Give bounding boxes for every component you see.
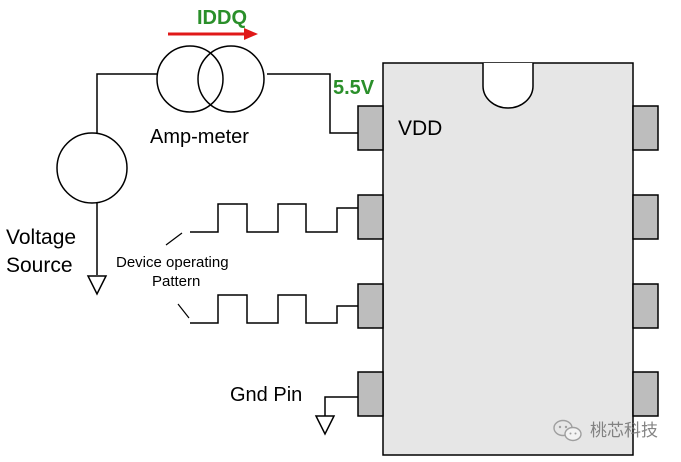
pattern-pointer-line-1 <box>165 232 183 246</box>
chip-pin-right-1 <box>632 105 659 151</box>
supply-wire <box>96 73 157 135</box>
vdd-label: VDD <box>398 117 442 140</box>
source-label-line1: Voltage <box>6 226 76 249</box>
chip-pin-left-4 <box>357 371 384 417</box>
chip-body <box>382 62 634 456</box>
watermark: 桃芯科技 <box>553 419 658 442</box>
chip-pin-right-4 <box>632 371 659 417</box>
pattern-waveform-1 <box>190 203 358 233</box>
chip-pin-left-2 <box>357 194 384 240</box>
chip-pin-right-3 <box>632 283 659 329</box>
source-label-line2: Source <box>6 254 73 277</box>
gnd-wire <box>324 396 358 416</box>
current-arrow-icon <box>168 28 258 40</box>
chip-pin-right-2 <box>632 194 659 240</box>
ammeter-label: Amp-meter <box>150 126 249 148</box>
voltage-source-icon <box>56 132 128 275</box>
ammeter-symbol-icon <box>156 45 265 113</box>
wechat-icon <box>553 419 582 442</box>
watermark-text: 桃芯科技 <box>590 421 658 441</box>
pattern-label-line1: Device operating <box>116 254 229 271</box>
pattern-waveform-2 <box>190 294 358 324</box>
chip-pin-left-1 <box>357 105 384 151</box>
pattern-pointer-line-2 <box>177 303 190 319</box>
gnd-pin-ground-icon <box>314 415 336 436</box>
voltage-label: 5.5V <box>333 77 375 99</box>
pattern-label-line2: Pattern <box>152 273 200 290</box>
chip-notch <box>482 63 534 109</box>
vdd-wire <box>267 73 358 134</box>
chip-pin-left-3 <box>357 283 384 329</box>
iddq-label: IDDQ <box>197 7 247 29</box>
ground-icon <box>86 275 108 296</box>
gnd-pin-label: Gnd Pin <box>230 384 302 406</box>
